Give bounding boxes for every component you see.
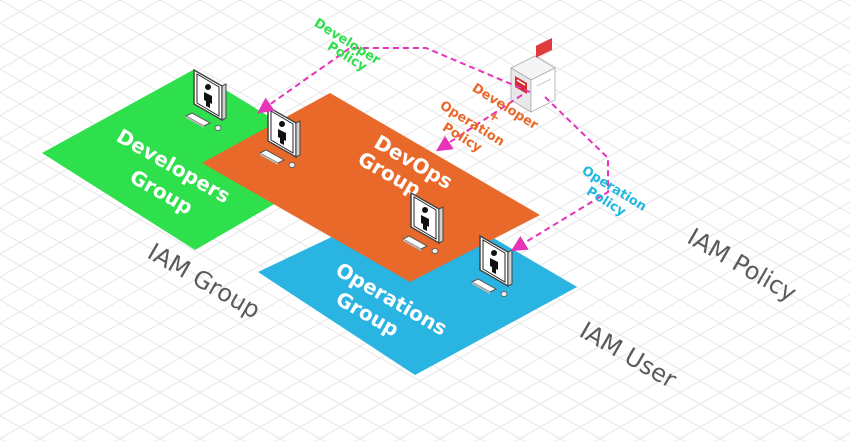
developer-policy-arrow	[257, 47, 531, 114]
devops-policy-arrow	[435, 94, 523, 152]
policy-arrows	[257, 47, 609, 252]
operation-policy-arrow	[510, 96, 609, 252]
